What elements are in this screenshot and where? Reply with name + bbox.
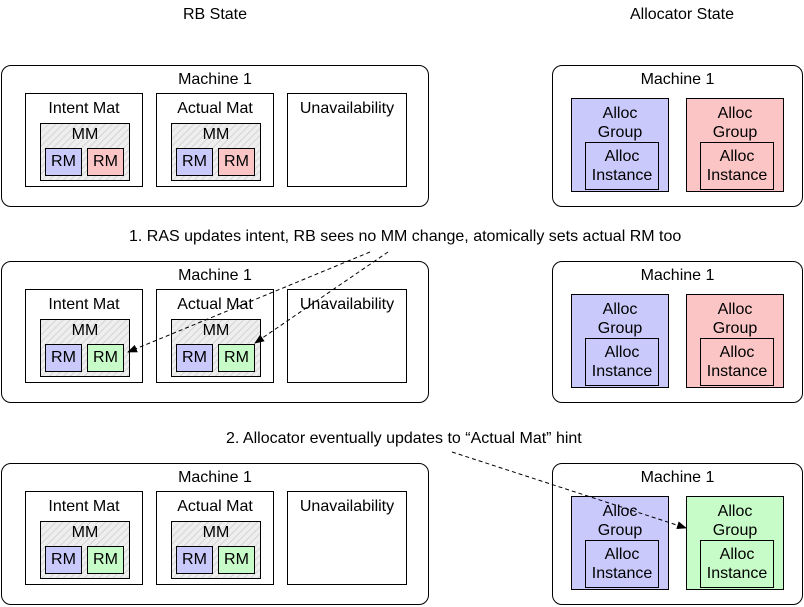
alloc-group-label: Alloc Group xyxy=(712,301,758,337)
intent-mat-label: Intent Mat xyxy=(48,498,120,515)
intent-mat-label: Intent Mat xyxy=(48,100,120,117)
rm-green: RM xyxy=(218,546,255,574)
allocator-state-header: Allocator State xyxy=(629,6,735,23)
actual-mat-label: Actual Mat xyxy=(177,100,253,117)
alloc-group-label: Alloc Group xyxy=(597,503,643,539)
actual-mat-label: Actual Mat xyxy=(177,296,253,313)
rm-green: RM xyxy=(218,344,255,372)
mm-label: MM xyxy=(71,322,99,339)
alloc-instance-box: Alloc Instance xyxy=(585,338,659,386)
machine-label: Machine 1 xyxy=(178,267,252,284)
rm-green: RM xyxy=(87,344,124,372)
machine-label: Machine 1 xyxy=(178,469,252,486)
alloc-instance-box: Alloc Instance xyxy=(700,142,774,190)
mm-label: MM xyxy=(202,126,230,143)
alloc-instance-box: Alloc Instance xyxy=(585,540,659,588)
rm-red: RM xyxy=(87,148,124,176)
rb-state-header: RB State xyxy=(182,6,248,23)
rm-blue: RM xyxy=(176,148,213,176)
unavailability-box: Unavailability xyxy=(287,93,407,187)
unavailability-label: Unavailability xyxy=(299,296,395,313)
rm-blue: RM xyxy=(45,148,82,176)
machine-label: Machine 1 xyxy=(640,469,715,486)
rm-blue: RM xyxy=(176,344,213,372)
rm-green: RM xyxy=(87,546,124,574)
alloc-group-label: Alloc Group xyxy=(712,105,758,141)
alloc-instance-box: Alloc Instance xyxy=(700,338,774,386)
intent-mat-label: Intent Mat xyxy=(48,296,120,313)
rm-blue: RM xyxy=(45,546,82,574)
alloc-group-label: Alloc Group xyxy=(597,301,643,337)
machine-label: Machine 1 xyxy=(178,71,252,88)
unavailability-box: Unavailability xyxy=(287,491,407,585)
unavailability-label: Unavailability xyxy=(299,100,395,117)
step-1-caption: 1. RAS updates intent, RB sees no MM cha… xyxy=(129,228,682,245)
mm-label: MM xyxy=(71,524,99,541)
machine-label: Machine 1 xyxy=(640,71,715,88)
actual-mat-label: Actual Mat xyxy=(177,498,253,515)
step-2-caption: 2. Allocator eventually updates to “Actu… xyxy=(226,430,582,447)
machine-label: Machine 1 xyxy=(640,267,715,284)
mm-label: MM xyxy=(202,322,230,339)
unavailability-box: Unavailability xyxy=(287,289,407,383)
unavailability-label: Unavailability xyxy=(299,498,395,515)
alloc-instance-box: Alloc Instance xyxy=(700,540,774,588)
mm-label: MM xyxy=(202,524,230,541)
alloc-group-label: Alloc Group xyxy=(597,105,643,141)
alloc-group-label: Alloc Group xyxy=(712,503,758,539)
mm-label: MM xyxy=(71,126,99,143)
rm-red: RM xyxy=(218,148,255,176)
alloc-instance-box: Alloc Instance xyxy=(585,142,659,190)
rm-blue: RM xyxy=(176,546,213,574)
rm-blue: RM xyxy=(45,344,82,372)
